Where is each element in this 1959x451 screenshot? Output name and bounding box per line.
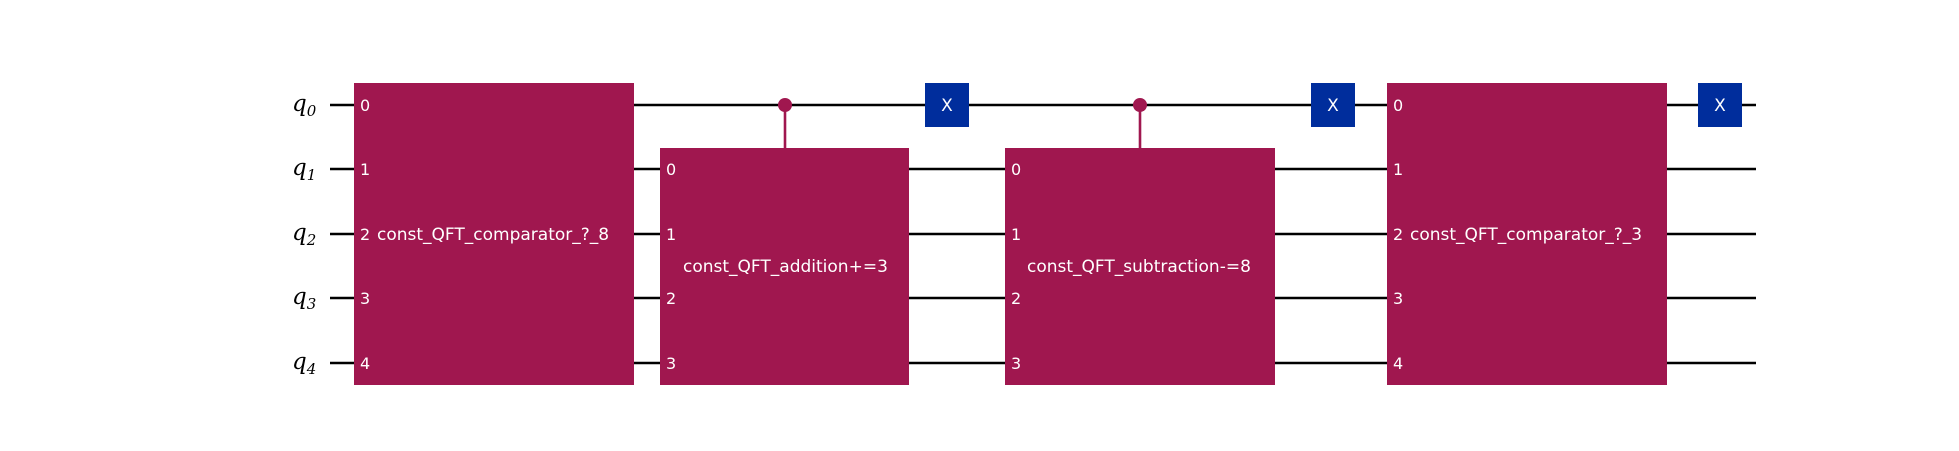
port-label: 2 (666, 289, 676, 308)
x-gate-1-box (925, 83, 969, 127)
qubit-label-3: q3 (292, 284, 316, 313)
port-label: 2 (1011, 289, 1021, 308)
port-label: 4 (360, 354, 370, 373)
port-label: 1 (360, 160, 370, 179)
port-label: 4 (1393, 354, 1403, 373)
port-label: 0 (360, 96, 370, 115)
port-label: 2 (1393, 225, 1403, 244)
x-gate-label: X (941, 96, 953, 116)
port-label: 3 (360, 289, 370, 308)
port-label: 0 (1011, 160, 1021, 179)
control-dot (778, 98, 792, 112)
qubit-label-1: q1 (292, 155, 316, 184)
qubit-label-0: q0 (292, 91, 317, 120)
qubit-label-2: q2 (292, 220, 316, 249)
port-label: 0 (1393, 96, 1403, 115)
gate-addition-3-box (660, 148, 909, 385)
port-label: 1 (666, 225, 676, 244)
x-gate-3-box (1698, 83, 1742, 127)
port-label: 3 (1011, 354, 1021, 373)
port-label: 1 (1393, 160, 1403, 179)
x-gate-1: X (925, 83, 969, 127)
gate-name: const_QFT_addition+=3 (683, 257, 888, 277)
gate-comparator-8: 0 1 2 3 4 const_QFT_comparator_?_8 (354, 83, 634, 385)
gate-comparator-8-box (354, 83, 634, 385)
gate-comparator-3: 0 1 2 3 4 const_QFT_comparator_?_3 (1387, 83, 1667, 385)
control-dot (1133, 98, 1147, 112)
gate-subtraction-8-box (1005, 148, 1275, 385)
gate-subtraction-8: 0 1 2 3 const_QFT_subtraction-=8 (1005, 98, 1275, 385)
x-gate-label: X (1714, 96, 1726, 116)
gate-addition-3: 0 1 2 3 const_QFT_addition+=3 (660, 98, 909, 385)
gate-name: const_QFT_subtraction-=8 (1027, 257, 1251, 277)
qubit-label-4: q4 (292, 349, 316, 378)
x-gate-3: X (1698, 83, 1742, 127)
x-gate-label: X (1327, 96, 1339, 116)
port-label: 1 (1011, 225, 1021, 244)
port-label: 2 (360, 225, 370, 244)
port-label: 3 (1393, 289, 1403, 308)
port-label: 3 (666, 354, 676, 373)
port-label: 0 (666, 160, 676, 179)
x-gate-2-box (1311, 83, 1355, 127)
gate-name: const_QFT_comparator_?_8 (377, 225, 609, 245)
x-gate-2: X (1311, 83, 1355, 127)
gate-name: const_QFT_comparator_?_3 (1410, 225, 1642, 245)
gate-comparator-3-box (1387, 83, 1667, 385)
